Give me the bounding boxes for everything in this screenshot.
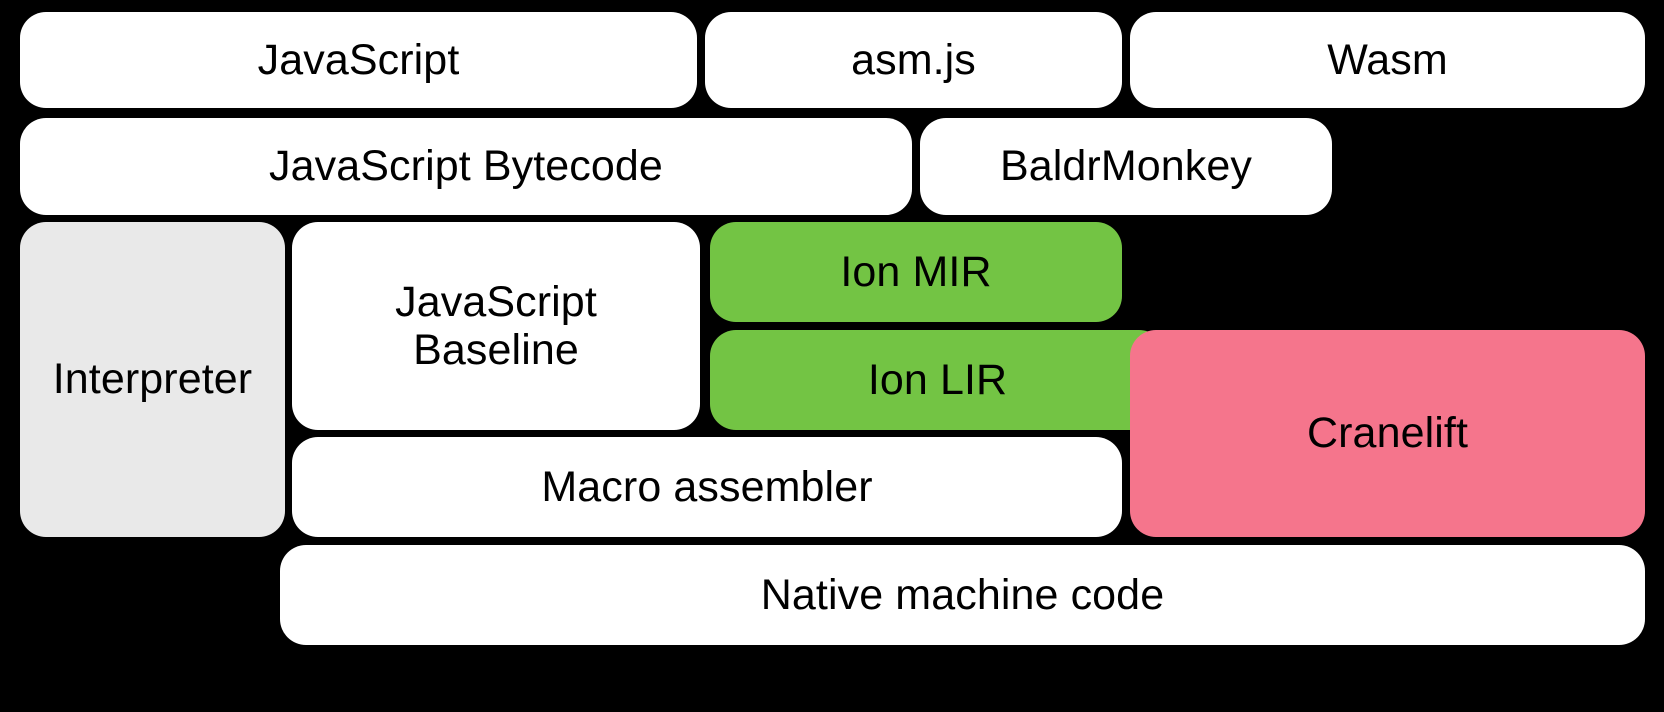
node-label: asm.js — [851, 35, 976, 84]
node-label: BaldrMonkey — [999, 142, 1253, 191]
node-label: Wasm — [1327, 35, 1448, 84]
node-ion-mir[interactable]: Ion MIR — [710, 222, 1122, 322]
node-label: JavaScript — [257, 35, 460, 84]
node-label: Ion LIR — [867, 355, 1008, 404]
node-javascript[interactable]: JavaScript — [20, 12, 697, 108]
node-label: JavaScript Baseline — [395, 277, 597, 374]
node-asm-js[interactable]: asm.js — [705, 12, 1122, 108]
node-interpreter[interactable]: Interpreter — [20, 222, 285, 537]
node-wasm[interactable]: Wasm — [1130, 12, 1645, 108]
node-cranelift[interactable]: Cranelift — [1130, 330, 1645, 537]
node-baldrmonkey[interactable]: BaldrMonkey — [920, 118, 1332, 215]
node-javascript-baseline[interactable]: JavaScript Baseline — [292, 222, 700, 430]
node-label: Macro assembler — [541, 462, 873, 511]
node-label: Native machine code — [760, 570, 1165, 619]
node-ion-lir[interactable]: Ion LIR — [710, 330, 1165, 430]
node-label: Ion MIR — [840, 247, 992, 296]
node-label: Cranelift — [1306, 409, 1469, 458]
node-native-machine-code[interactable]: Native machine code — [280, 545, 1645, 645]
node-label: Interpreter — [52, 355, 253, 404]
node-macro-assembler[interactable]: Macro assembler — [292, 437, 1122, 537]
node-label: JavaScript Bytecode — [269, 142, 663, 191]
node-javascript-bytecode[interactable]: JavaScript Bytecode — [20, 118, 912, 215]
